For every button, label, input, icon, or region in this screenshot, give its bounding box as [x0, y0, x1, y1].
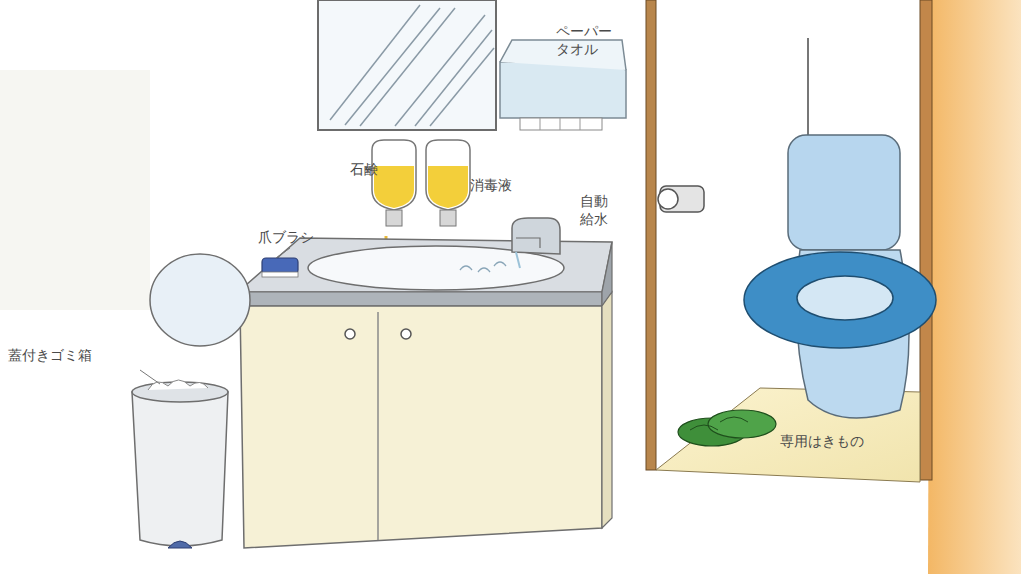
nail-brush	[262, 258, 298, 277]
sink-cabinet	[377, 312, 379, 540]
wall	[0, 70, 150, 310]
part-label: 石鹸	[350, 160, 390, 178]
part-label: 専用はきもの	[780, 432, 900, 450]
part-label: 蓋付きゴミ箱	[8, 346, 118, 364]
part-label: 自動 給水	[580, 192, 616, 228]
toilet-room	[920, 0, 932, 480]
disinfectant-dispenser	[426, 140, 470, 210]
disinfectant-dispenser	[428, 166, 468, 208]
sink-cabinet	[238, 238, 612, 548]
paper-towel-dispenser	[520, 118, 602, 130]
mirror	[318, 0, 496, 130]
mirror	[360, 8, 455, 126]
mirror	[395, 15, 485, 126]
part-label: ペーパー タオル	[556, 22, 620, 58]
toilet	[744, 252, 936, 348]
soap-dispenser	[372, 140, 416, 210]
soap-dispenser	[386, 210, 402, 226]
wall	[0, 70, 150, 310]
leader-line	[140, 370, 160, 384]
toilet	[797, 276, 893, 320]
slippers	[708, 410, 776, 438]
paper-towel-dispenser	[560, 118, 561, 130]
lidded-trash-can	[168, 541, 192, 548]
toilet	[744, 38, 936, 418]
mirror	[430, 48, 494, 126]
slippers	[690, 417, 748, 430]
nail-brush	[262, 272, 298, 277]
toilet-room	[928, 0, 1021, 574]
wash-basin	[460, 262, 506, 272]
slippers	[678, 410, 776, 446]
mirror	[318, 0, 496, 130]
toilet-paper-holder	[658, 189, 678, 209]
sink-cabinet	[238, 292, 602, 306]
paper-towel-dispenser	[580, 118, 581, 130]
door-frame	[646, 0, 656, 470]
door-frame	[646, 0, 656, 470]
paper-towel-dispenser	[540, 118, 541, 130]
automatic-faucet	[516, 252, 520, 268]
mirror	[415, 30, 492, 126]
automatic-faucet	[516, 238, 540, 248]
automatic-faucet	[512, 218, 560, 268]
mirror	[345, 8, 440, 125]
toilet-paper-holder	[658, 186, 704, 212]
lidded-trash-can	[150, 254, 250, 346]
sink-cabinet	[401, 329, 411, 339]
lidded-trash-can	[132, 392, 228, 546]
sink-cabinet	[240, 306, 602, 548]
toilet-room	[656, 0, 1021, 574]
sink-cabinet	[602, 292, 612, 528]
leader-line	[140, 248, 290, 384]
disinfectant-dispenser	[440, 210, 456, 226]
part-label: 消毒液	[470, 176, 530, 194]
toilet	[788, 135, 900, 250]
part-label: 爪ブラシ	[258, 228, 338, 246]
mirror	[330, 5, 420, 120]
soap-dispenser	[374, 166, 414, 208]
lidded-trash-can	[132, 254, 250, 548]
sink-cabinet	[345, 329, 355, 339]
leader-line	[276, 248, 290, 258]
disinfectant-dispenser	[426, 140, 470, 226]
automatic-faucet	[512, 218, 560, 254]
paper-towel-dispenser	[500, 62, 626, 118]
toilet	[807, 38, 809, 140]
